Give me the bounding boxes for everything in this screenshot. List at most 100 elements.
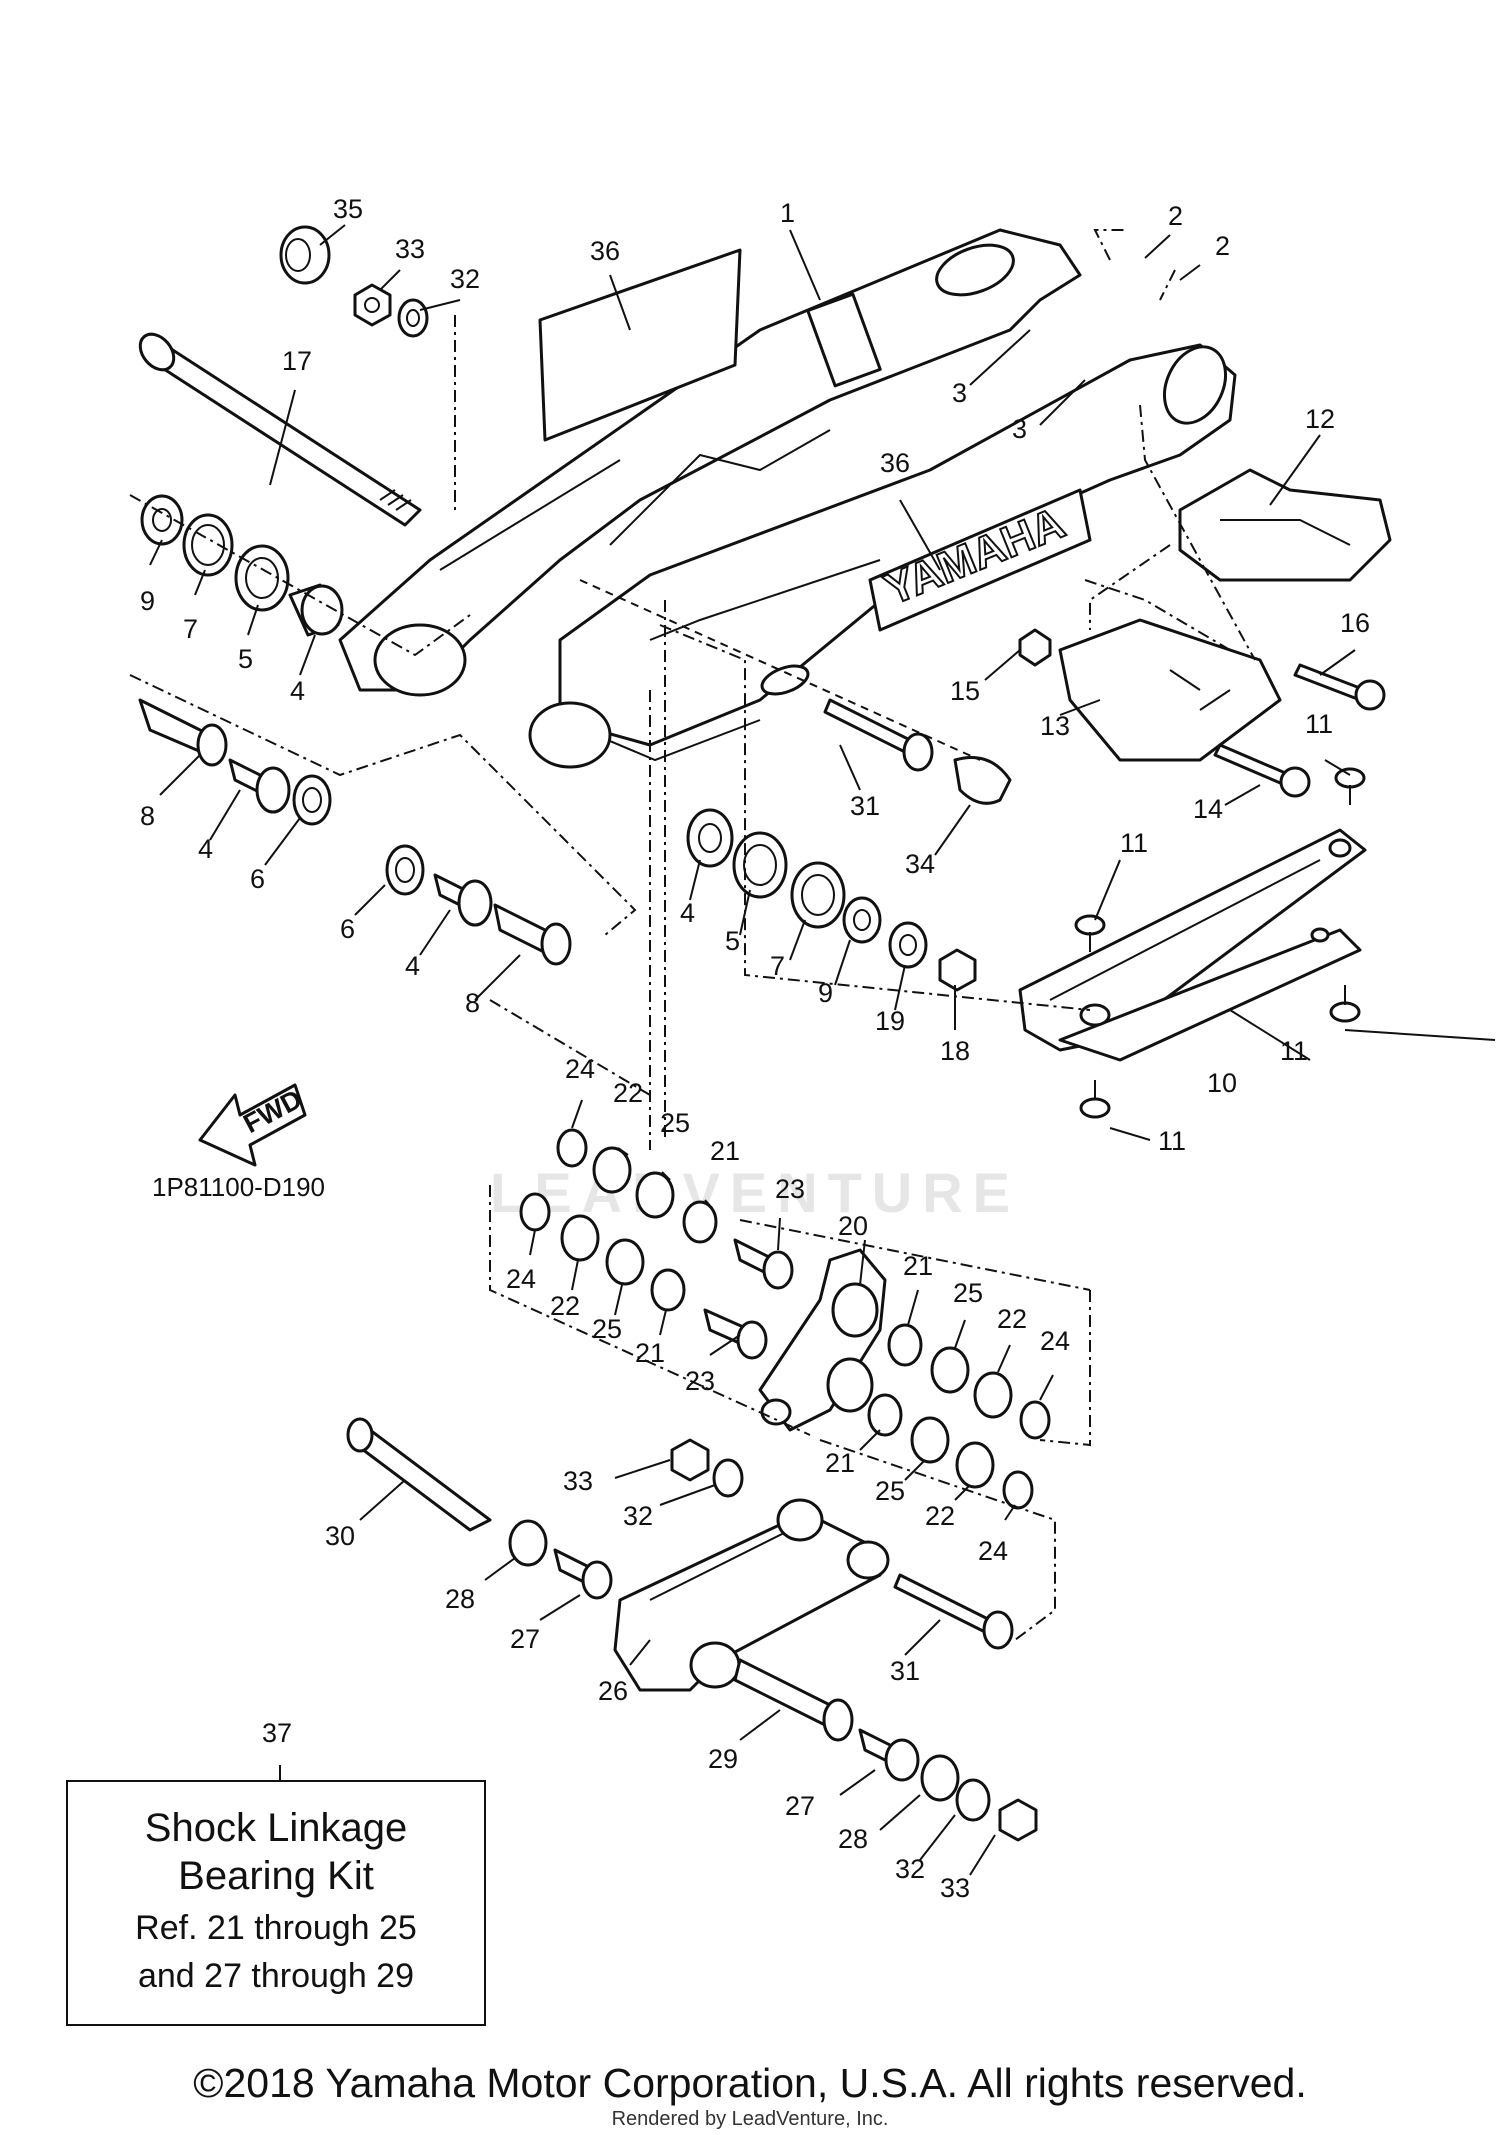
callout-28: 28 (445, 1584, 475, 1614)
callout-27: 27 (510, 1624, 540, 1654)
callout-27: 27 (785, 1791, 815, 1821)
chain-guide-12 (1178, 468, 1392, 582)
callout-5: 5 (238, 644, 253, 674)
leader-lines (149, 224, 1496, 1876)
callout-32: 32 (450, 264, 480, 294)
decal-36-top (538, 248, 742, 442)
callout-10: 10 (1207, 1068, 1237, 1098)
copyright-notice: ©2018 Yamaha Motor Corporation, U.S.A. A… (193, 2060, 1307, 2106)
callout-21: 21 (635, 1338, 665, 1368)
linkage-bushings (519, 1128, 1051, 1510)
bearing-kit-box: Shock Linkage Bearing Kit Ref. 21 throug… (66, 1780, 486, 2026)
callout-15: 15 (950, 676, 980, 706)
callout-5: 5 (725, 926, 740, 956)
pivot-shaft-17 (138, 332, 422, 527)
callout-25: 25 (592, 1314, 622, 1344)
callout-7: 7 (770, 951, 785, 981)
callout-31: 31 (850, 791, 880, 821)
callout-36: 36 (880, 448, 910, 478)
callout-7: 7 (183, 614, 198, 644)
callout-16: 16 (1340, 608, 1370, 638)
bolts-lower (346, 1417, 1038, 1842)
callout-11: 11 (1280, 1036, 1308, 1066)
callout-6: 6 (250, 864, 265, 894)
callout-25: 25 (875, 1476, 905, 1506)
chain-slider-10 (1018, 828, 1367, 1062)
callout-labels: 35 33 32 36 1 2 2 3 3 17 36 12 9 7 5 4 1… (140, 194, 1370, 1903)
callout-12: 12 (1305, 404, 1335, 434)
callout-3: 3 (952, 378, 967, 408)
watermark: LEADVENTURE (490, 1161, 1021, 1224)
collar-35 (279, 225, 331, 285)
callout-22: 22 (925, 1501, 955, 1531)
callout-33: 33 (940, 1873, 970, 1903)
callout-32: 32 (895, 1854, 925, 1884)
callout-21: 21 (903, 1251, 933, 1281)
callout-21: 21 (710, 1136, 740, 1166)
callout-8: 8 (465, 988, 480, 1018)
callout-36: 36 (590, 236, 620, 266)
right-pivot-stack (686, 808, 977, 992)
callout-23: 23 (775, 1174, 805, 1204)
callout-13: 13 (1040, 711, 1070, 741)
callout-4: 4 (198, 834, 213, 864)
washer-32-top (397, 298, 429, 338)
swingarm (338, 228, 1237, 769)
callout-8: 8 (140, 801, 155, 831)
callout-11: 11 (1158, 1126, 1186, 1156)
callout-2: 2 (1215, 231, 1230, 261)
chain-guide-plate-13 (1058, 618, 1282, 762)
render-credit: Rendered by LeadVenture, Inc. (611, 2108, 889, 2130)
callout-29: 29 (708, 1744, 738, 1774)
callout-20: 20 (838, 1211, 868, 1241)
callout-23: 23 (685, 1366, 715, 1396)
callout-25: 25 (953, 1278, 983, 1308)
callout-4: 4 (290, 676, 305, 706)
callout-11: 11 (1305, 709, 1333, 739)
callout-17: 17 (282, 346, 312, 376)
connecting-rod-26 (613, 1498, 890, 1692)
kit-ref-line2: and 27 through 29 (137, 1957, 415, 1995)
callout-31: 31 (890, 1656, 920, 1686)
bolts-hardware (823, 628, 1386, 805)
fwd-arrow: FWD (198, 1083, 307, 1167)
callout-24: 24 (1040, 1326, 1070, 1356)
kit-title-line1: Shock Linkage (144, 1806, 408, 1850)
callout-2: 2 (1168, 201, 1183, 231)
callout-24: 24 (978, 1536, 1008, 1566)
callout-33: 33 (395, 234, 425, 264)
diagram-code: 1P81100-D190 (152, 1172, 325, 1202)
callout-6: 6 (340, 914, 355, 944)
callout-1: 1 (780, 198, 795, 228)
callout-22: 22 (550, 1291, 580, 1321)
callout-24: 24 (506, 1264, 536, 1294)
callout-11: 11 (1120, 828, 1148, 858)
callout-9: 9 (140, 586, 155, 616)
callout-19: 19 (875, 1006, 905, 1036)
callout-37: 37 (262, 1718, 292, 1748)
callout-30: 30 (325, 1521, 355, 1551)
callout-4: 4 (680, 898, 695, 928)
callout-4: 4 (405, 951, 420, 981)
callout-14: 14 (1193, 794, 1223, 824)
callout-32: 32 (623, 1501, 653, 1531)
kit-ref-line1: Ref. 21 through 25 (135, 1909, 417, 1947)
callout-24: 24 (565, 1054, 595, 1084)
callout-3: 3 (1012, 414, 1027, 444)
callout-21: 21 (825, 1448, 855, 1478)
screws-11 (1074, 767, 1366, 1119)
callout-25: 25 (660, 1108, 690, 1138)
callout-35: 35 (333, 194, 363, 224)
callout-22: 22 (997, 1304, 1027, 1334)
nut-33-top (353, 283, 392, 327)
relay-arm-20 (758, 1248, 887, 1432)
kit-title-line2: Bearing Kit (178, 1854, 374, 1898)
callout-34: 34 (905, 849, 935, 879)
callout-18: 18 (940, 1036, 970, 1066)
callout-33: 33 (563, 1466, 593, 1496)
callout-26: 26 (598, 1676, 628, 1706)
alignment-lines (129, 229, 1256, 1641)
callout-9: 9 (818, 978, 833, 1008)
callout-22: 22 (613, 1078, 643, 1108)
